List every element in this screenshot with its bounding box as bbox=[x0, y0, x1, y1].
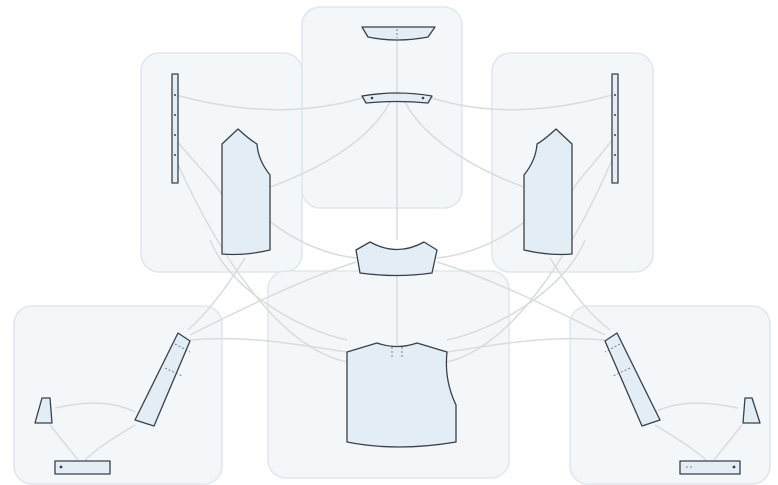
connector bbox=[54, 402, 136, 413]
connector bbox=[654, 402, 739, 413]
connector bbox=[189, 261, 357, 336]
right-sleeve-group bbox=[604, 332, 761, 475]
placket-button-mark bbox=[614, 94, 616, 96]
placket-button-mark bbox=[614, 134, 616, 136]
collar-stand-piece bbox=[361, 92, 433, 104]
connector bbox=[436, 261, 606, 336]
left-sleeve-piece bbox=[134, 332, 191, 427]
connector bbox=[175, 94, 363, 111]
connector bbox=[713, 424, 743, 461]
left-sleeve-group bbox=[34, 332, 191, 475]
cuff-button bbox=[59, 465, 63, 469]
body-group bbox=[346, 241, 457, 448]
right-front-piece bbox=[523, 128, 573, 256]
collar-stand-button bbox=[421, 96, 425, 100]
right-button-placket bbox=[611, 73, 619, 184]
connector bbox=[84, 424, 136, 461]
left-sleeve-placket-piece bbox=[34, 397, 53, 424]
connector bbox=[446, 337, 606, 353]
sleeve-fold-line bbox=[604, 343, 621, 353]
right-cuff-piece bbox=[679, 460, 741, 475]
connector bbox=[654, 424, 707, 461]
connector bbox=[446, 239, 586, 341]
connector bbox=[436, 219, 528, 259]
left-front-piece bbox=[221, 128, 271, 256]
placket-button-mark bbox=[614, 114, 616, 116]
cuff-button bbox=[732, 465, 736, 469]
sleeve-fold-line bbox=[174, 343, 191, 353]
connector bbox=[187, 257, 246, 331]
connector bbox=[189, 337, 348, 353]
placket-button-mark bbox=[174, 94, 176, 96]
connector-lines bbox=[49, 37, 743, 461]
placket-button-mark bbox=[174, 154, 176, 156]
right-sleeve-placket-piece bbox=[742, 397, 761, 424]
connector bbox=[267, 219, 357, 259]
right-sleeve-piece bbox=[604, 332, 661, 427]
back-body-piece bbox=[346, 342, 457, 448]
connector bbox=[209, 239, 348, 341]
connector bbox=[446, 159, 613, 363]
collar-group bbox=[361, 26, 436, 104]
left-cuff-piece bbox=[54, 460, 111, 475]
left-front-group bbox=[171, 73, 271, 256]
connector bbox=[404, 101, 533, 191]
placket-button-mark bbox=[614, 154, 616, 156]
connector bbox=[261, 101, 391, 191]
left-button-placket bbox=[171, 73, 179, 184]
sleeve-fold-line bbox=[612, 367, 631, 377]
right-front-group bbox=[523, 73, 619, 256]
connector bbox=[549, 257, 611, 331]
placket-button-mark bbox=[174, 114, 176, 116]
left-sleeve-group-panel bbox=[13, 305, 223, 485]
collar-piece bbox=[361, 26, 436, 41]
connector bbox=[431, 94, 613, 111]
back-yoke-piece bbox=[355, 241, 438, 277]
collar-stand-buttonhole bbox=[370, 96, 374, 100]
sleeve-fold-line bbox=[164, 367, 183, 377]
connector bbox=[49, 424, 79, 461]
placket-button-mark bbox=[174, 134, 176, 136]
